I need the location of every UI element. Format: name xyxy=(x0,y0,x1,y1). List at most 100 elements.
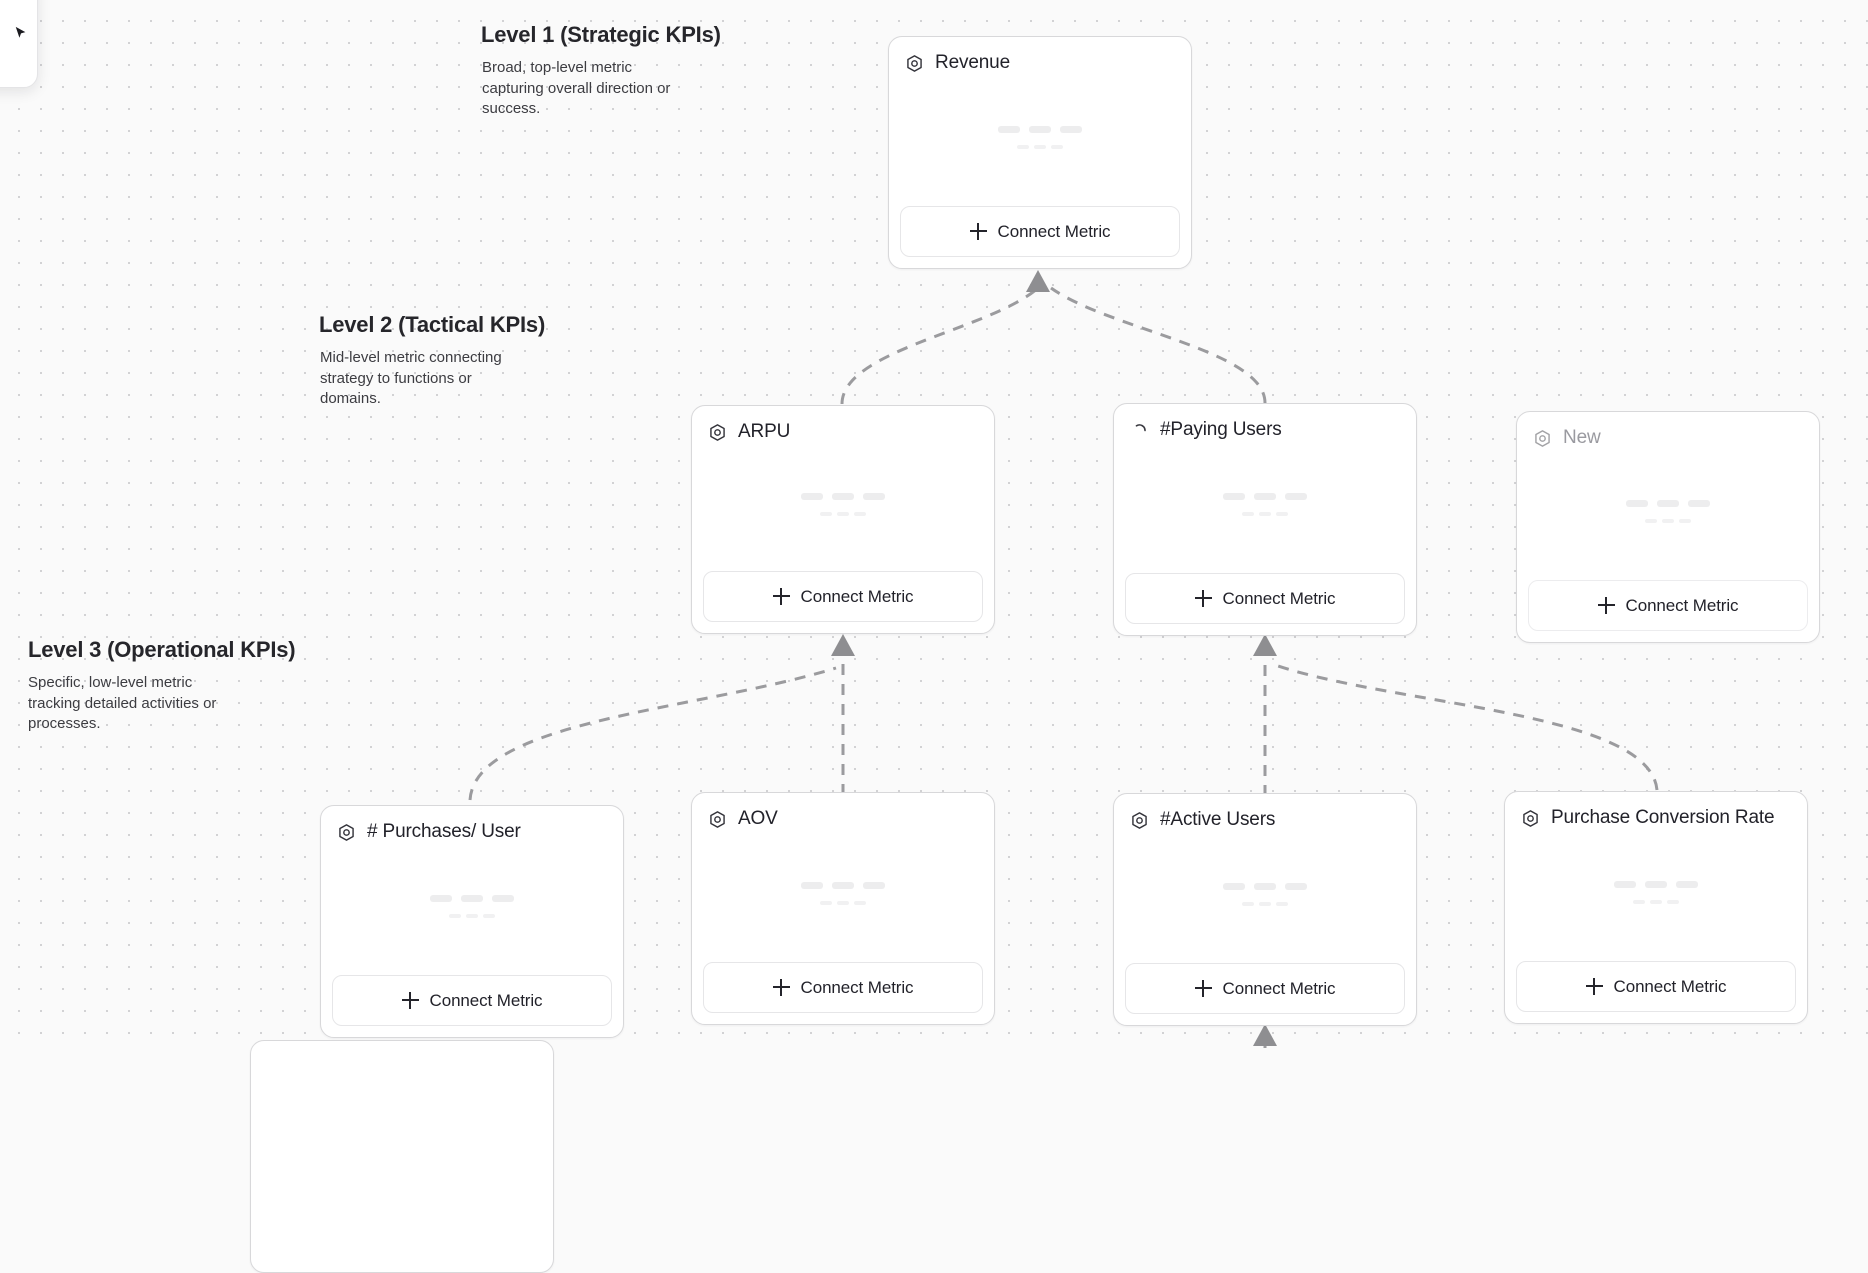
skeleton-bar xyxy=(820,511,832,516)
connect-metric-button[interactable]: Connect Metric xyxy=(332,975,612,1026)
metric-card-paying-users[interactable]: #Paying Users Connect Metric xyxy=(1113,403,1417,636)
skeleton-bar xyxy=(1688,500,1710,507)
connect-metric-button[interactable]: Connect Metric xyxy=(703,962,983,1013)
skeleton-row-secondary xyxy=(1242,901,1288,906)
connect-metric-button[interactable]: Connect Metric xyxy=(1125,573,1405,624)
skeleton-bar xyxy=(1223,492,1245,500)
skeleton-row-secondary xyxy=(449,913,495,918)
metric-card-active-users[interactable]: #Active Users Connect Metric xyxy=(1113,793,1417,1026)
skeleton-bar xyxy=(854,511,866,516)
plus-icon xyxy=(1194,980,1212,997)
metric-card-offscreen-bottom[interactable] xyxy=(250,1040,554,1273)
card-title: AOV xyxy=(738,808,778,829)
connect-metric-button[interactable]: Connect Metric xyxy=(900,206,1180,257)
skeleton-bar xyxy=(1626,500,1648,507)
card-header: #Active Users xyxy=(1114,794,1416,831)
skeleton-row-primary xyxy=(1614,880,1698,888)
card-title: Revenue xyxy=(935,52,1011,73)
connect-metric-button[interactable]: Connect Metric xyxy=(1516,961,1796,1012)
card-skeleton-body xyxy=(1505,829,1807,961)
card-header: ARPU xyxy=(692,406,994,443)
level-3-description: Specific, low-level metric tracking deta… xyxy=(28,674,217,733)
connect-metric-label: Connect Metric xyxy=(429,990,543,1010)
card-title: # Purchases/ User xyxy=(367,821,521,842)
metric-card-new[interactable]: New Connect Metric xyxy=(1516,411,1820,643)
connect-metric-button[interactable]: Connect Metric xyxy=(1125,963,1405,1014)
metric-card-purchases-per-user[interactable]: # Purchases/ User Connect Metric xyxy=(320,805,624,1038)
skeleton-bar xyxy=(1259,901,1271,906)
skeleton-row-secondary xyxy=(820,900,866,905)
card-header: New xyxy=(1517,412,1819,449)
skeleton-bar xyxy=(1034,144,1046,149)
level-2-label: Level 2 (Tactical KPIs) Mid-level metric… xyxy=(319,312,545,410)
metric-card-purchase-conversion-rate[interactable]: Purchase Conversion Rate Connect Metric xyxy=(1504,791,1808,1024)
level-1-label: Level 1 (Strategic KPIs) Broad, top-leve… xyxy=(481,22,721,120)
connect-metric-label: Connect Metric xyxy=(997,221,1111,241)
card-header: #Paying Users xyxy=(1114,404,1416,441)
skeleton-row-primary xyxy=(430,894,514,902)
skeleton-row-primary xyxy=(1223,492,1307,500)
card-title: New xyxy=(1563,427,1601,448)
skeleton-bar xyxy=(854,900,866,905)
skeleton-bar xyxy=(998,125,1020,133)
skeleton-bar xyxy=(1633,899,1645,904)
skeleton-bar xyxy=(1285,882,1307,890)
connect-metric-label: Connect Metric xyxy=(1222,978,1336,998)
card-title: #Active Users xyxy=(1160,809,1276,830)
skeleton-bar xyxy=(1060,125,1082,133)
level-1-title: Level 1 (Strategic KPIs) xyxy=(481,22,721,47)
skeleton-row-primary xyxy=(1626,500,1710,507)
skeleton-bar xyxy=(863,881,885,889)
hexagon-target-icon xyxy=(907,54,922,72)
skeleton-bar xyxy=(837,900,849,905)
card-skeleton-body xyxy=(1517,449,1819,580)
skeleton-bar xyxy=(1276,901,1288,906)
skeleton-bar xyxy=(1285,492,1307,500)
card-skeleton-body xyxy=(1114,831,1416,963)
plus-icon xyxy=(1585,978,1603,995)
level-3-label: Level 3 (Operational KPIs) Specific, low… xyxy=(28,637,296,735)
skeleton-bar xyxy=(1657,500,1679,507)
skeleton-bar xyxy=(1645,880,1667,888)
skeleton-row-primary xyxy=(801,881,885,889)
skeleton-bar xyxy=(1676,880,1698,888)
card-header: # Purchases/ User xyxy=(321,806,623,843)
skeleton-bar xyxy=(483,913,495,918)
card-header: Purchase Conversion Rate xyxy=(1505,792,1807,829)
skeleton-row-secondary xyxy=(1645,519,1691,523)
skeleton-bar xyxy=(492,894,514,902)
card-skeleton-body xyxy=(692,830,994,962)
metric-card-arpu[interactable]: ARPU Connect Metric xyxy=(691,405,995,634)
card-title: #Paying Users xyxy=(1160,419,1282,440)
connect-metric-button[interactable]: Connect Metric xyxy=(703,571,983,622)
level-2-description: Mid-level metric connecting strategy to … xyxy=(320,349,502,408)
skeleton-bar xyxy=(1667,899,1679,904)
cursor-arrow-icon xyxy=(15,26,26,38)
hexagon-target-icon xyxy=(1132,811,1147,829)
skeleton-bar xyxy=(801,492,823,500)
card-header: Revenue xyxy=(889,37,1191,74)
connect-metric-label: Connect Metric xyxy=(800,586,914,606)
skeleton-bar xyxy=(1254,492,1276,500)
skeleton-bar xyxy=(430,894,452,902)
connect-metric-label: Connect Metric xyxy=(1613,976,1727,996)
connect-metric-label: Connect Metric xyxy=(800,977,914,997)
floating-corner-panel[interactable] xyxy=(0,0,38,88)
skeleton-bar xyxy=(1254,882,1276,890)
card-skeleton-body xyxy=(1114,441,1416,573)
plus-icon xyxy=(401,992,419,1009)
skeleton-row-secondary xyxy=(1633,899,1679,904)
metric-card-aov[interactable]: AOV Connect Metric xyxy=(691,792,995,1025)
level-3-title: Level 3 (Operational KPIs) xyxy=(28,637,296,662)
skeleton-bar xyxy=(466,913,478,918)
card-title: ARPU xyxy=(738,421,791,442)
skeleton-bar xyxy=(1259,511,1271,516)
metric-card-revenue[interactable]: Revenue Connect Metric xyxy=(888,36,1192,269)
hexagon-target-icon xyxy=(1523,809,1538,827)
skeleton-bar xyxy=(1614,880,1636,888)
card-header: AOV xyxy=(692,793,994,830)
connect-metric-button[interactable]: Connect Metric xyxy=(1528,580,1808,631)
card-skeleton-body xyxy=(692,443,994,571)
skeleton-row-secondary xyxy=(1242,511,1288,516)
skeleton-bar xyxy=(820,900,832,905)
